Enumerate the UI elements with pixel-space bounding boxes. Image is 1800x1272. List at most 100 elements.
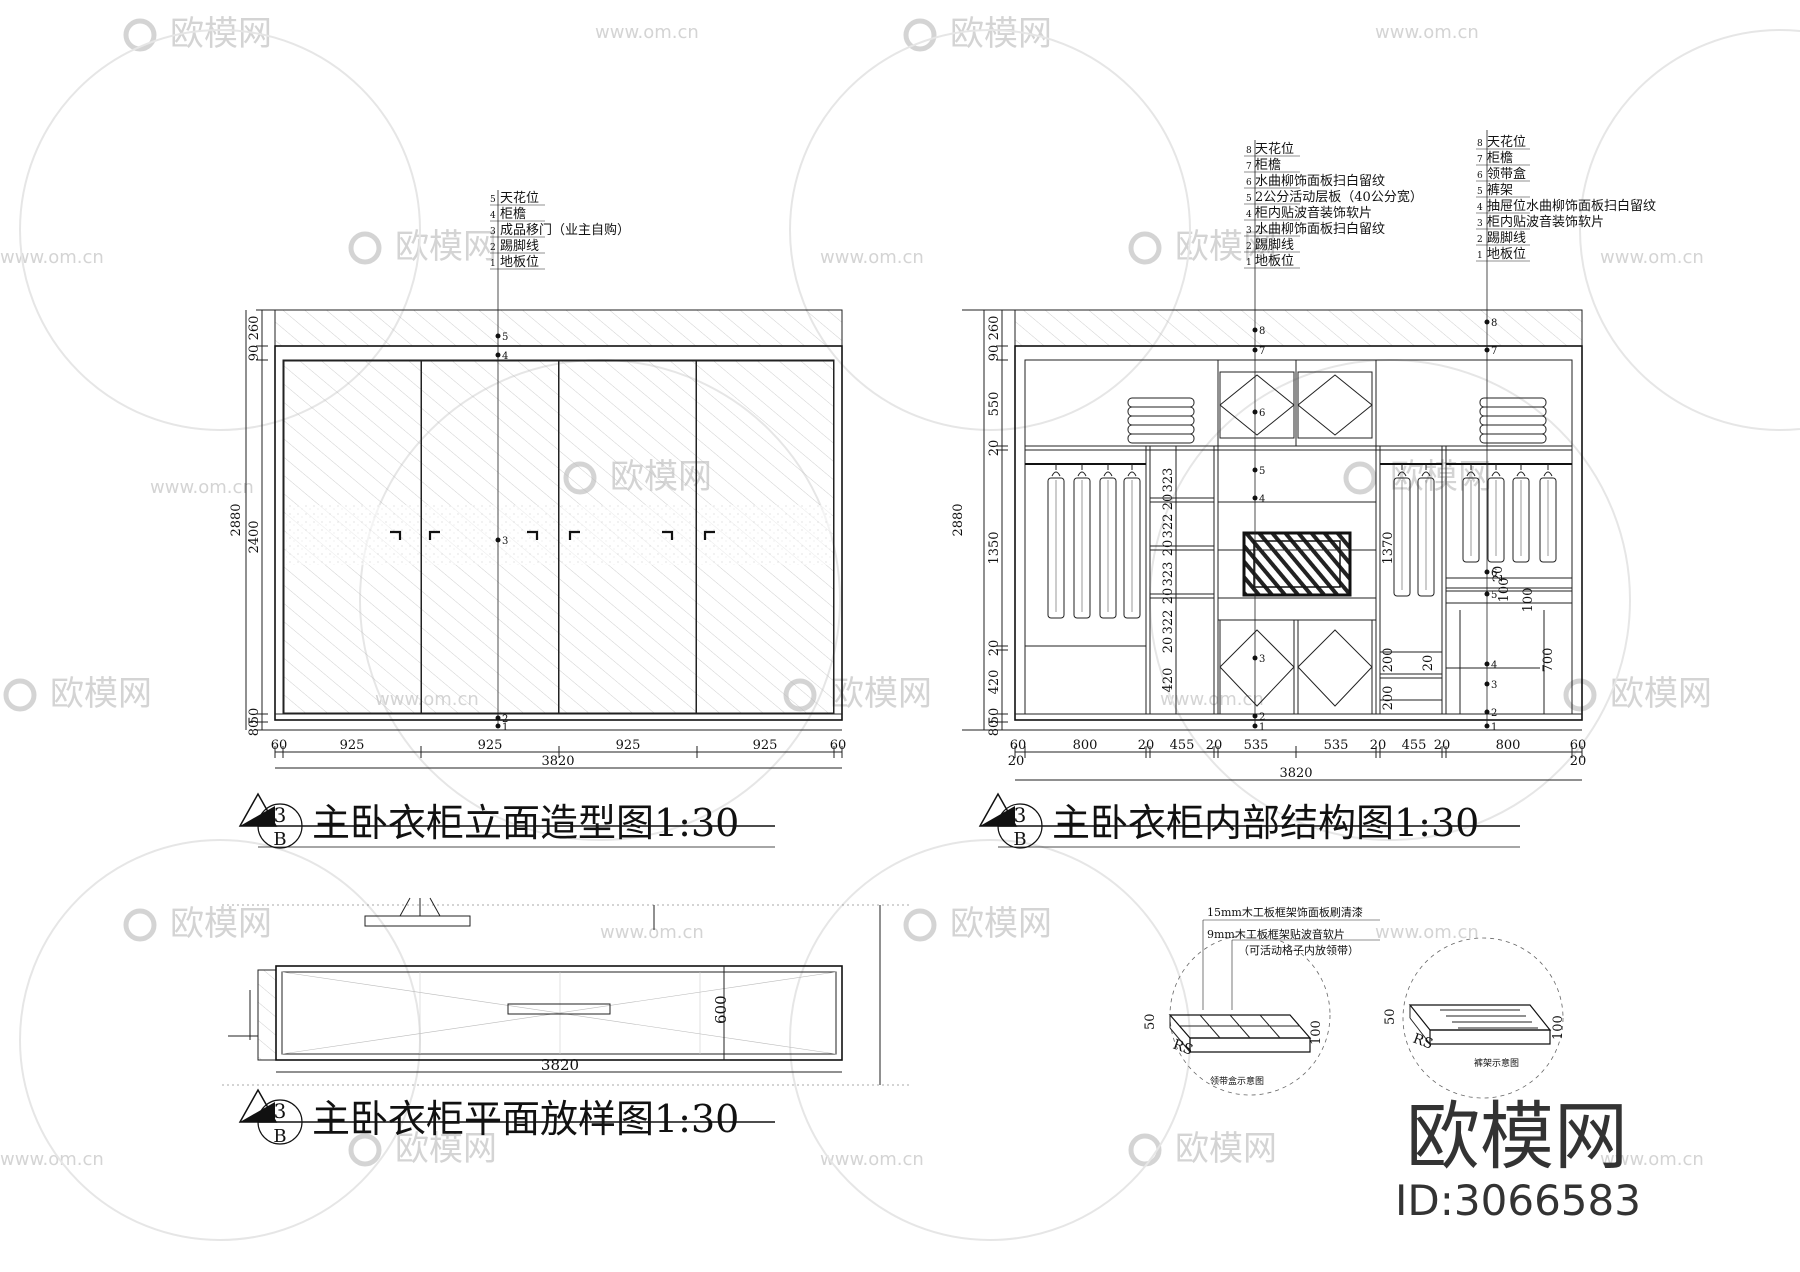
interior-inner-dim: 20 [1421,655,1436,672]
tie-box-caption: 领带盒示意图 [1210,1075,1264,1087]
interior-shelf-dim: 20 [1161,494,1176,511]
elevation-vdim: 80 [247,720,262,737]
interior-hdim: 455 [1170,738,1195,753]
detail-drawings: 15mm木工板框架饰面板刷清漆 9mm木工板框架贴波音软片 （可活动格子内放领带… [1143,905,1566,1099]
shirt-icon [1047,477,1065,619]
model-id: ID:3066583 [1395,1176,1641,1225]
shirt-icon [1487,477,1505,563]
interior-label-num: 2 [1477,235,1483,245]
watermark-url: www.om.cn [820,247,924,268]
door-handle-icon [703,530,715,540]
elevation-hdim: 925 [753,738,778,753]
shirt-icon [1417,477,1435,597]
interior-label-right: 踢脚线 [1487,230,1526,246]
shirt-icon [1462,477,1480,563]
interior-shelf-dim: 322 [1161,514,1176,539]
shirt-icon [1393,477,1411,597]
folded-clothes-icon [1127,406,1195,417]
interior-label-left: 地板位 [1255,254,1294,269]
interior-inner-dim: 100 [1521,588,1536,613]
tie-box-sketch [1168,1014,1312,1053]
interior-marker-left: 6 [1259,408,1265,419]
interior-label-num: 3 [1246,226,1252,236]
interior-label-right: 柜檐 [1487,151,1513,166]
watermark-brand: 欧模网 [1175,227,1277,267]
folded-clothes-icon [1479,415,1547,426]
watermark-logo-icon [3,678,37,712]
watermark-url: www.om.cn [1600,247,1704,268]
elevation-label-num: 2 [490,243,496,253]
door-handle-icon [662,530,674,540]
interior-marker-left: 2 [1259,712,1265,723]
elevation-label: 天花位 [500,190,539,206]
interior-marker-left: 1 [1259,722,1265,733]
interior-vdim: 20 [987,640,1002,657]
elevation-vdim: 50 [247,708,262,725]
interior-label-num: 7 [1246,162,1252,172]
interior-marker-right: 1 [1491,722,1497,733]
interior-shelf-dim: 20 [1161,540,1176,557]
interior-hdim: 455 [1402,738,1427,753]
detail-dim-b1: 100 [1309,1020,1324,1045]
interior-inner-dim: 100 [1497,578,1512,603]
interior-label-left: 水曲柳饰面板扫白留纹 [1255,221,1385,237]
plan-symbol-letter: B [273,1126,286,1147]
door-handle-icon [527,530,539,540]
detail-dim-a2: 50 [1383,1008,1398,1025]
interior-label-num: 1 [1477,251,1483,261]
interior-label-left: 踢脚线 [1255,237,1294,253]
interior-label-num: 2 [1246,242,1252,252]
watermark-url: www.om.cn [600,922,704,943]
interior-label-num: 6 [1246,178,1252,188]
watermark-brand: 欧模网 [1610,674,1712,714]
shirt-icon [1099,477,1117,619]
interior-marker-right: 7 [1491,346,1497,357]
watermark-url: www.om.cn [1600,1149,1704,1170]
elevation-marker: 5 [502,332,508,343]
watermark-url: www.om.cn [0,247,104,268]
plan-depth: 600 [712,995,730,1024]
elevation-marker: 3 [502,536,508,547]
watermark-logo-icon [348,231,382,265]
door-handle-icon [390,530,402,540]
elevation-hdim: 925 [340,738,365,753]
interior-hdim: 800 [1496,738,1521,753]
watermark-brand: 欧模网 [50,674,152,714]
shirt-icon [1123,477,1141,619]
interior-hdim: 20 [1370,738,1387,753]
plan-title-block: 3 B 主卧衣柜平面放样图1:30 [238,1088,775,1147]
plan-drawing: 600 3820 3 B 主卧衣柜平面放样图1:30 [222,897,910,1147]
elevation-hdim: 925 [616,738,641,753]
interior-marker-left: 3 [1259,654,1265,665]
interior-small-dim: 20 [1008,754,1025,769]
interior-vdim: 260 [987,316,1002,341]
elevation-label: 地板位 [500,255,539,270]
interior-inner-dim: 700 [1541,648,1556,673]
interior-label-right: 裤架 [1487,183,1513,198]
interior-vdim: 420 [987,670,1002,695]
watermark-logo-icon [1128,231,1162,265]
interior-hdim: 800 [1073,738,1098,753]
interior-vdim: 1350 [987,531,1002,564]
detail-dim-c1: RS [1171,1037,1195,1059]
detail-dim-b2: 100 [1551,1015,1566,1040]
interior-shelf-dim: 20 [1161,588,1176,605]
elevation-hdim: 60 [271,738,288,753]
detail-dim-a1: 50 [1143,1013,1158,1030]
plan-symbol-num: 3 [274,1099,287,1123]
elevation-symbol-letter: B [273,829,286,850]
elevation-htotal: 3820 [541,754,574,769]
shirt-icon [1539,477,1557,563]
watermark-url: www.om.cn [0,1149,104,1170]
interior-label-left: 柜内贴波音装饰软片 [1255,205,1372,221]
interior-marker-left: 8 [1259,326,1265,337]
watermark-brand: 欧模网 [170,904,272,944]
mirror-panel [1242,531,1352,597]
elevation-marker: 4 [502,351,508,362]
brand-logo: 欧模网 [1406,1094,1628,1180]
interior-inner-dim: 20 [1491,566,1506,583]
elevation-vdim: 90 [247,345,262,362]
elevation-symbol-num: 3 [274,803,287,827]
